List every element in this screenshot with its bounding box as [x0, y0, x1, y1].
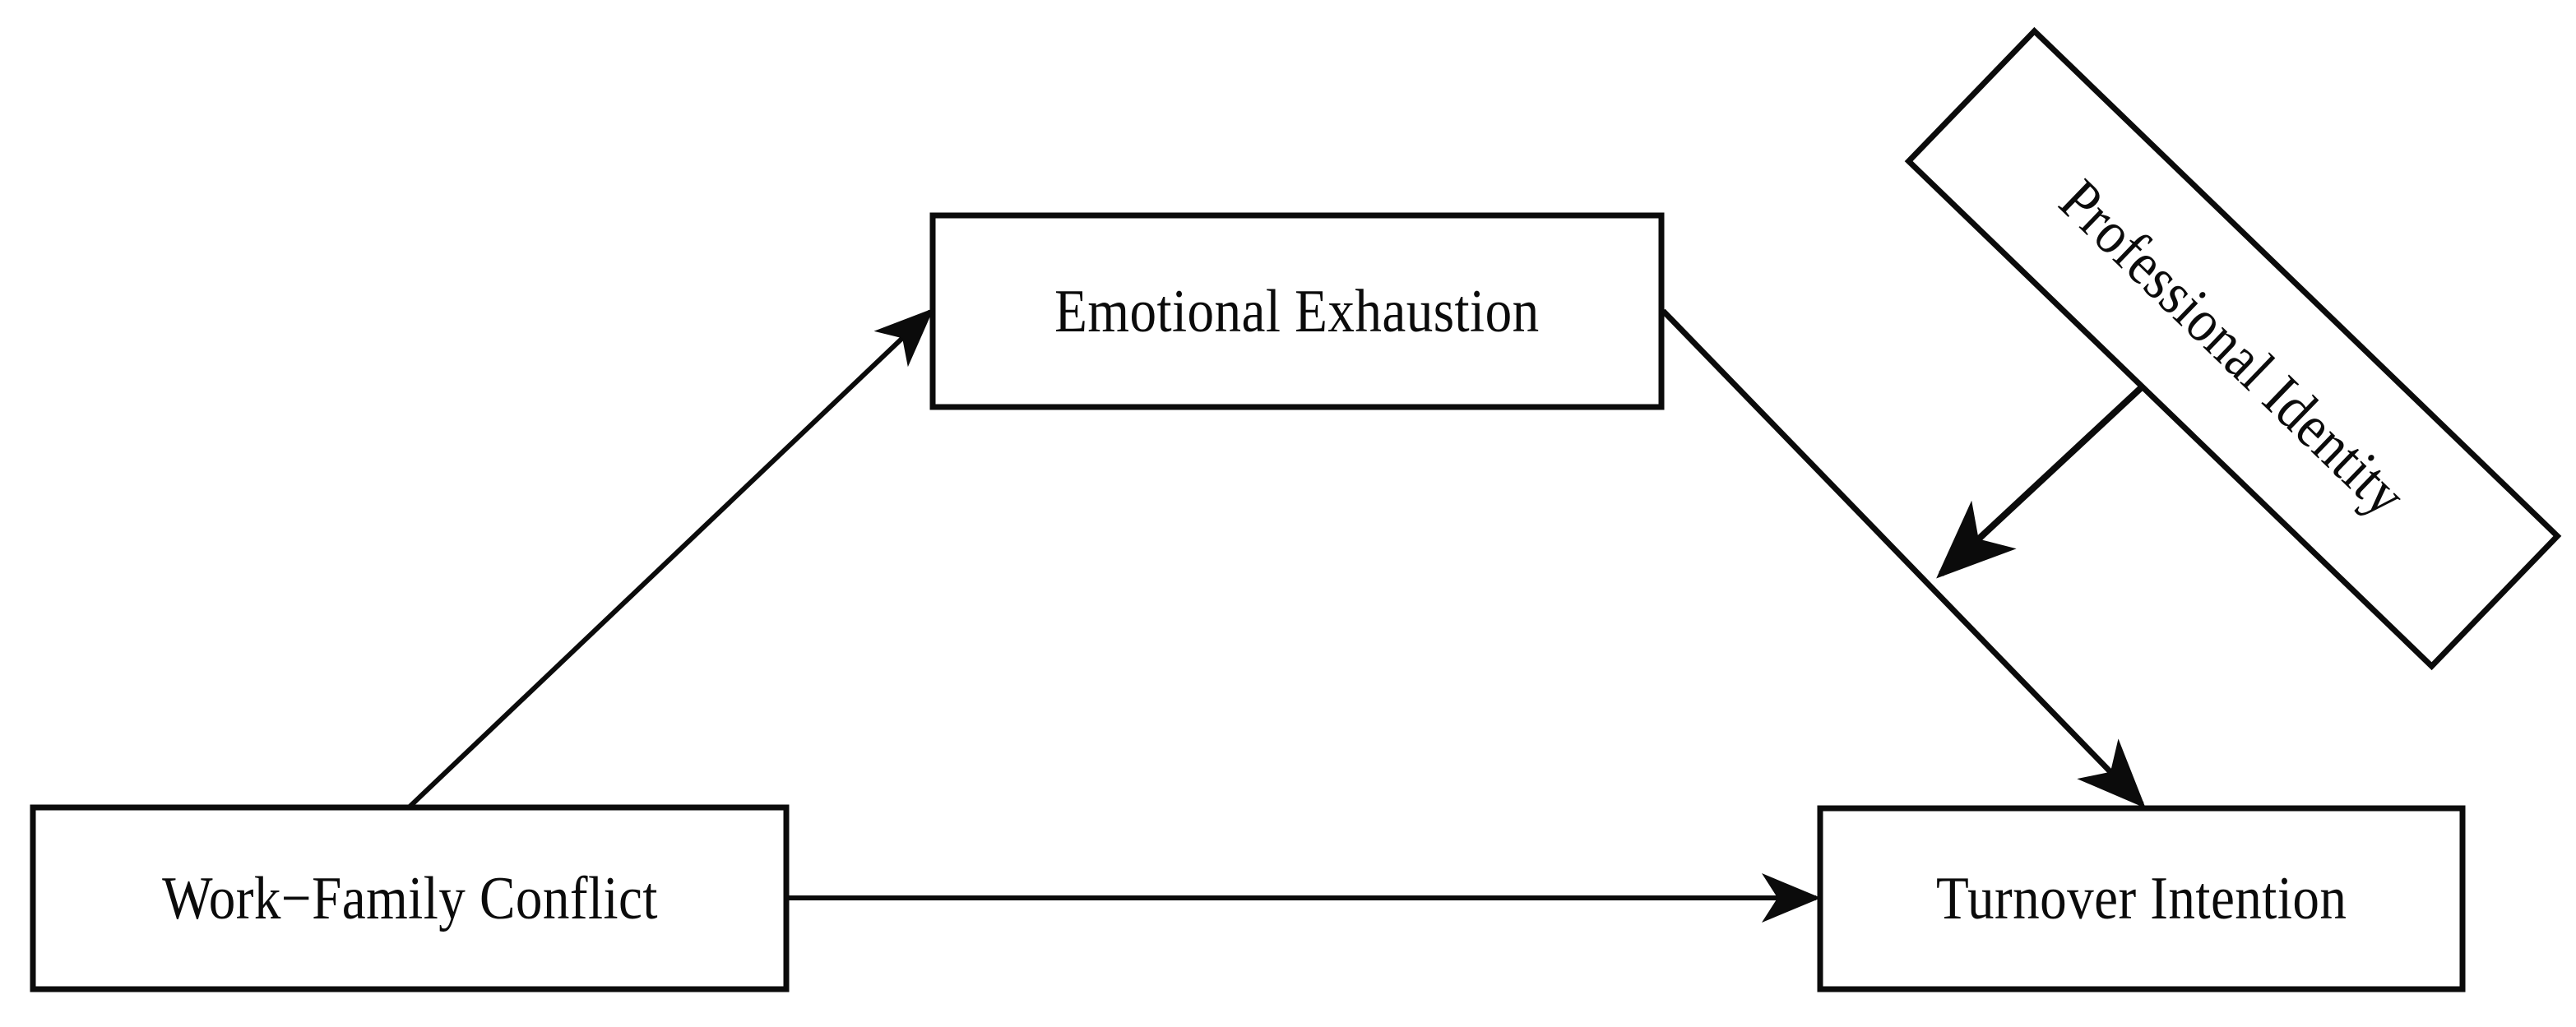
node-label-text-turnover-intention: Turnover Intention [1935, 865, 2347, 932]
edge-wfc-to-ee[interactable] [406, 308, 934, 810]
node-label-text-work-family-conflict: Work−Family Conflict [161, 864, 658, 932]
edge-pi-moderates-ee-to-ti[interactable] [1936, 383, 2146, 579]
node-rect-professional-identity[interactable] [1904, 26, 2562, 671]
edge-ee-to-ti[interactable] [1661, 308, 2146, 809]
node-label-text-emotional-exhaustion: Emotional Exhaustion [1054, 277, 1540, 345]
node-label-emotional-exhaustion: Emotional Exhaustion [933, 215, 1661, 407]
node-label-turnover-intention: Turnover Intention [1820, 808, 2462, 989]
node-label-work-family-conflict: Work−Family Conflict [33, 807, 786, 989]
